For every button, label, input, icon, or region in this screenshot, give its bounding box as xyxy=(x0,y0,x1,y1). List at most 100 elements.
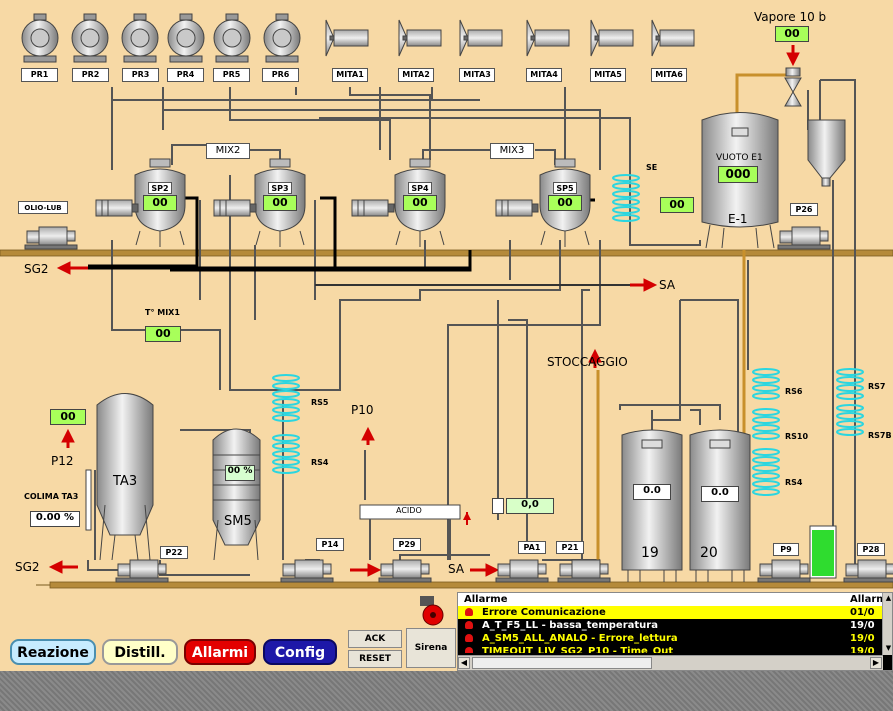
siren-icon xyxy=(416,596,450,626)
reactor-sp3-tag[interactable]: SP3 xyxy=(268,182,292,194)
alarm-list[interactable]: Allarme Allarm Errore Comunicazione 01/0… xyxy=(457,592,893,671)
tank-20-name: 20 xyxy=(700,545,718,561)
stoccaggio-label: STOCCAGGIO xyxy=(547,355,628,369)
tank-20-value: 0.0 xyxy=(701,486,739,502)
config-button[interactable]: Config xyxy=(263,639,337,665)
pump-pr2[interactable]: PR2 xyxy=(72,68,109,82)
scroll-left-icon[interactable]: ◀ xyxy=(458,657,470,669)
e1-value: 000 xyxy=(718,166,758,183)
pump-pr3[interactable]: PR3 xyxy=(122,68,159,82)
e1-title: VUOTO E1 xyxy=(716,153,763,163)
alarm-time: 19/0 xyxy=(850,646,875,653)
pump-p14[interactable]: P14 xyxy=(316,538,344,551)
pump-p28[interactable]: P28 xyxy=(857,543,885,556)
se-value: 00 xyxy=(660,197,694,213)
acido-indicator xyxy=(492,498,504,514)
pump-p29[interactable]: P29 xyxy=(393,538,421,551)
scroll-up-icon[interactable]: ▲ xyxy=(885,594,892,602)
reactor-sp2-tag[interactable]: SP2 xyxy=(148,182,172,194)
alarm-hscrollbar[interactable]: ◀ ▶ xyxy=(458,655,883,670)
coil-rs10: RS10 xyxy=(785,432,809,441)
pump-pr1[interactable]: PR1 xyxy=(21,68,58,82)
reactor-sp5-value: 00 xyxy=(548,195,582,211)
sa-flow-bottom: SA xyxy=(448,562,465,576)
alarm-bell-icon xyxy=(465,634,473,642)
mixer-mita3[interactable]: MITA3 xyxy=(459,68,495,82)
reactor-sp5-tag[interactable]: SP5 xyxy=(553,182,577,194)
mixer-mita6[interactable]: MITA6 xyxy=(651,68,687,82)
pump-pa1[interactable]: PA1 xyxy=(518,541,546,554)
e1-name: E-1 xyxy=(728,212,748,226)
pump-pr4[interactable]: PR4 xyxy=(167,68,204,82)
reset-button[interactable]: RESET xyxy=(348,650,402,668)
reactor-sp2-value: 00 xyxy=(143,195,177,211)
sa-flow-top: SA xyxy=(659,278,676,292)
acido-value: 0,0 xyxy=(506,498,554,514)
scroll-down-icon[interactable]: ▼ xyxy=(885,644,892,652)
coil-rs4-left: RS4 xyxy=(311,458,329,467)
pump-p22[interactable]: P22 xyxy=(160,546,188,559)
alarm-message: A_SM5_ALL_ANALO - Errore_lettura xyxy=(482,633,678,644)
reazione-button[interactable]: Reazione xyxy=(10,639,96,665)
ack-button[interactable]: ACK xyxy=(348,630,402,648)
p12-value: 00 xyxy=(50,409,86,425)
alarm-bell-icon xyxy=(465,608,473,616)
mixer-mita2[interactable]: MITA2 xyxy=(398,68,434,82)
alarm-bell-icon xyxy=(465,621,473,629)
sm5-name: SM5 xyxy=(224,514,252,529)
ta3-name: TA3 xyxy=(113,474,138,489)
alarm-row[interactable]: Errore Comunicazione 01/0 xyxy=(458,606,892,619)
sirena-button[interactable]: Sirena xyxy=(406,628,456,668)
reactor-sp3-value: 00 xyxy=(263,195,297,211)
pump-p21[interactable]: P21 xyxy=(556,541,584,554)
tank-19-name: 19 xyxy=(641,545,659,561)
alarm-bell-icon xyxy=(465,647,473,653)
pump-pr5[interactable]: PR5 xyxy=(213,68,250,82)
alarm-row[interactable]: TIMEOUT_LIV_SG2_P10 - Time_Out 19/0 xyxy=(458,645,892,653)
mixer-mita4[interactable]: MITA4 xyxy=(526,68,562,82)
coil-rs6: RS6 xyxy=(785,387,803,396)
coil-rs7: RS7 xyxy=(868,382,886,391)
steam-value: 00 xyxy=(775,26,809,42)
scroll-right-icon[interactable]: ▶ xyxy=(870,657,882,669)
pump-pr6[interactable]: PR6 xyxy=(262,68,299,82)
alarm-header-time: Allarm xyxy=(850,594,887,605)
alarm-time: 01/0 xyxy=(850,607,875,618)
acido-label: ACIDO xyxy=(396,506,422,515)
pump-olio-lub[interactable]: OLIO-LUB xyxy=(18,201,68,214)
allarmi-button[interactable]: Allarmi xyxy=(184,639,256,665)
sm5-value: 00 % xyxy=(225,465,255,481)
mixer-mita1[interactable]: MITA1 xyxy=(332,68,368,82)
alarm-list-header: Allarme Allarm xyxy=(458,593,892,606)
p10-label: P10 xyxy=(351,403,374,417)
sg2-flow-top: SG2 xyxy=(24,262,49,276)
reactor-sp4-tag[interactable]: SP4 xyxy=(408,182,432,194)
mixer-mita5[interactable]: MITA5 xyxy=(590,68,626,82)
colima-ta3-value: 0.00 % xyxy=(30,511,80,527)
alarm-time: 19/0 xyxy=(850,620,875,631)
mix3-label: MIX3 xyxy=(490,143,534,159)
alarm-message: TIMEOUT_LIV_SG2_P10 - Time_Out xyxy=(482,646,674,653)
alarm-row[interactable]: A_SM5_ALL_ANALO - Errore_lettura 19/0 xyxy=(458,632,892,645)
alarm-vscrollbar[interactable]: ▲ ▼ xyxy=(882,593,892,655)
p12-label: P12 xyxy=(51,454,74,468)
mix1-value: 00 xyxy=(145,326,181,342)
pump-p9[interactable]: P9 xyxy=(773,543,799,556)
colima-ta3-label: COLIMA TA3 xyxy=(24,492,79,501)
distill-button[interactable]: Distill. xyxy=(102,639,178,665)
coil-rs7b: RS7B xyxy=(868,431,892,440)
alarm-header-label: Allarme xyxy=(464,594,508,605)
reactor-sp4-value: 00 xyxy=(403,195,437,211)
mix2-label: MIX2 xyxy=(206,143,250,159)
sg2-flow-bottom: SG2 xyxy=(15,560,40,574)
pump-p26[interactable]: P26 xyxy=(790,203,818,216)
alarm-message: A_T_F5_LL - bassa_temperatura xyxy=(482,620,658,631)
scroll-thumb[interactable] xyxy=(472,657,652,669)
alarm-message: Errore Comunicazione xyxy=(482,607,606,618)
tank-19-value: 0.0 xyxy=(633,484,671,500)
alarm-row[interactable]: A_T_F5_LL - bassa_temperatura 19/0 xyxy=(458,619,892,632)
taskbar-area xyxy=(0,671,893,711)
steam-label: Vapore 10 b xyxy=(754,10,827,24)
